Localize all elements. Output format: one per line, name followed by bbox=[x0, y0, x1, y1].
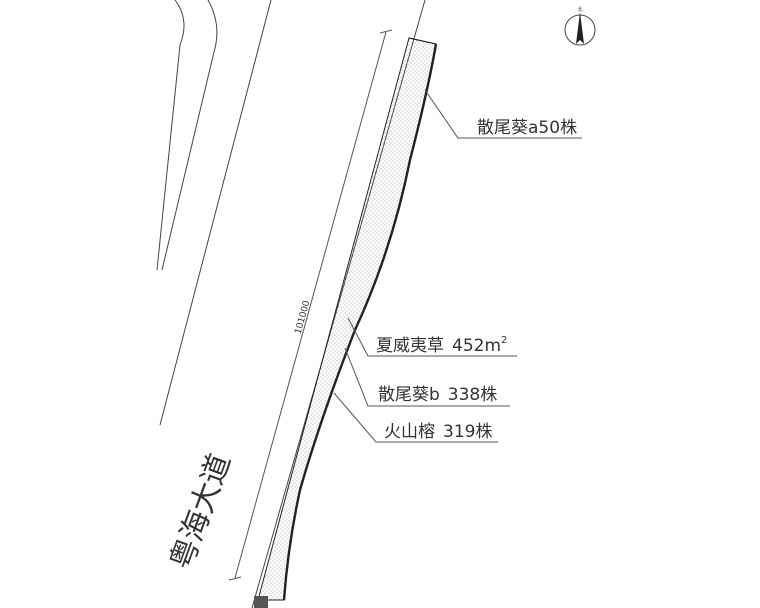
strip-top-edge bbox=[408, 37, 437, 45]
north-arrow-label: 北 bbox=[577, 6, 582, 13]
label-sanweikui-b-name: 散尾葵b bbox=[378, 385, 440, 405]
label-sanweikui-b: 散尾葵b 338株 bbox=[378, 385, 497, 405]
planting-strip bbox=[257, 37, 437, 601]
label-sanweikui-a-unit: 株 bbox=[560, 118, 577, 138]
leader-line-sanweikui-b bbox=[344, 347, 510, 407]
dimension-tick-top bbox=[379, 29, 393, 34]
dimension-text: 101000 bbox=[294, 299, 313, 335]
road-edge-line bbox=[159, 0, 272, 426]
road-curve-inner bbox=[161, 0, 218, 271]
label-huoshanrong-name: 火山榕 bbox=[384, 422, 435, 442]
label-sanweikui-b-unit: 株 bbox=[480, 385, 497, 405]
label-sanweikui-b-qty: 338 bbox=[448, 385, 480, 405]
label-xiaweiyi-grass: 夏威夷草 452m2 bbox=[376, 335, 507, 356]
leader-line-huoshanrong bbox=[333, 392, 498, 443]
road-curve-outer bbox=[156, 0, 185, 271]
planting-strip-edge bbox=[282, 43, 438, 601]
strip-end-detail bbox=[254, 596, 268, 608]
label-sanweikui-a-qty: 50 bbox=[538, 118, 560, 138]
label-xiaweiyi-grass-name: 夏威夷草 bbox=[376, 336, 444, 356]
label-huoshanrong-qty: 319 bbox=[443, 422, 475, 442]
road-name-label: 粤海大道 bbox=[164, 449, 238, 574]
label-huoshanrong: 火山榕 319株 bbox=[384, 422, 492, 442]
label-sanweikui-a: 散尾葵a50株 bbox=[477, 118, 577, 138]
label-sanweikui-a-name: 散尾葵a bbox=[477, 118, 538, 138]
north-arrow: 北 bbox=[564, 6, 596, 46]
leader-line-sanweikui-a bbox=[424, 89, 582, 139]
label-huoshanrong-unit: 株 bbox=[475, 422, 492, 442]
north-arrow-pointer bbox=[576, 12, 584, 44]
label-xiaweiyi-grass-qty: 452 bbox=[452, 336, 484, 356]
dimension-tick-bottom bbox=[228, 576, 242, 581]
label-xiaweiyi-grass-unit: m bbox=[484, 336, 501, 356]
leader-line-xiaweiyi-grass bbox=[347, 317, 517, 357]
label-xiaweiyi-grass-sup: 2 bbox=[501, 335, 507, 346]
dimension-line bbox=[234, 31, 387, 579]
